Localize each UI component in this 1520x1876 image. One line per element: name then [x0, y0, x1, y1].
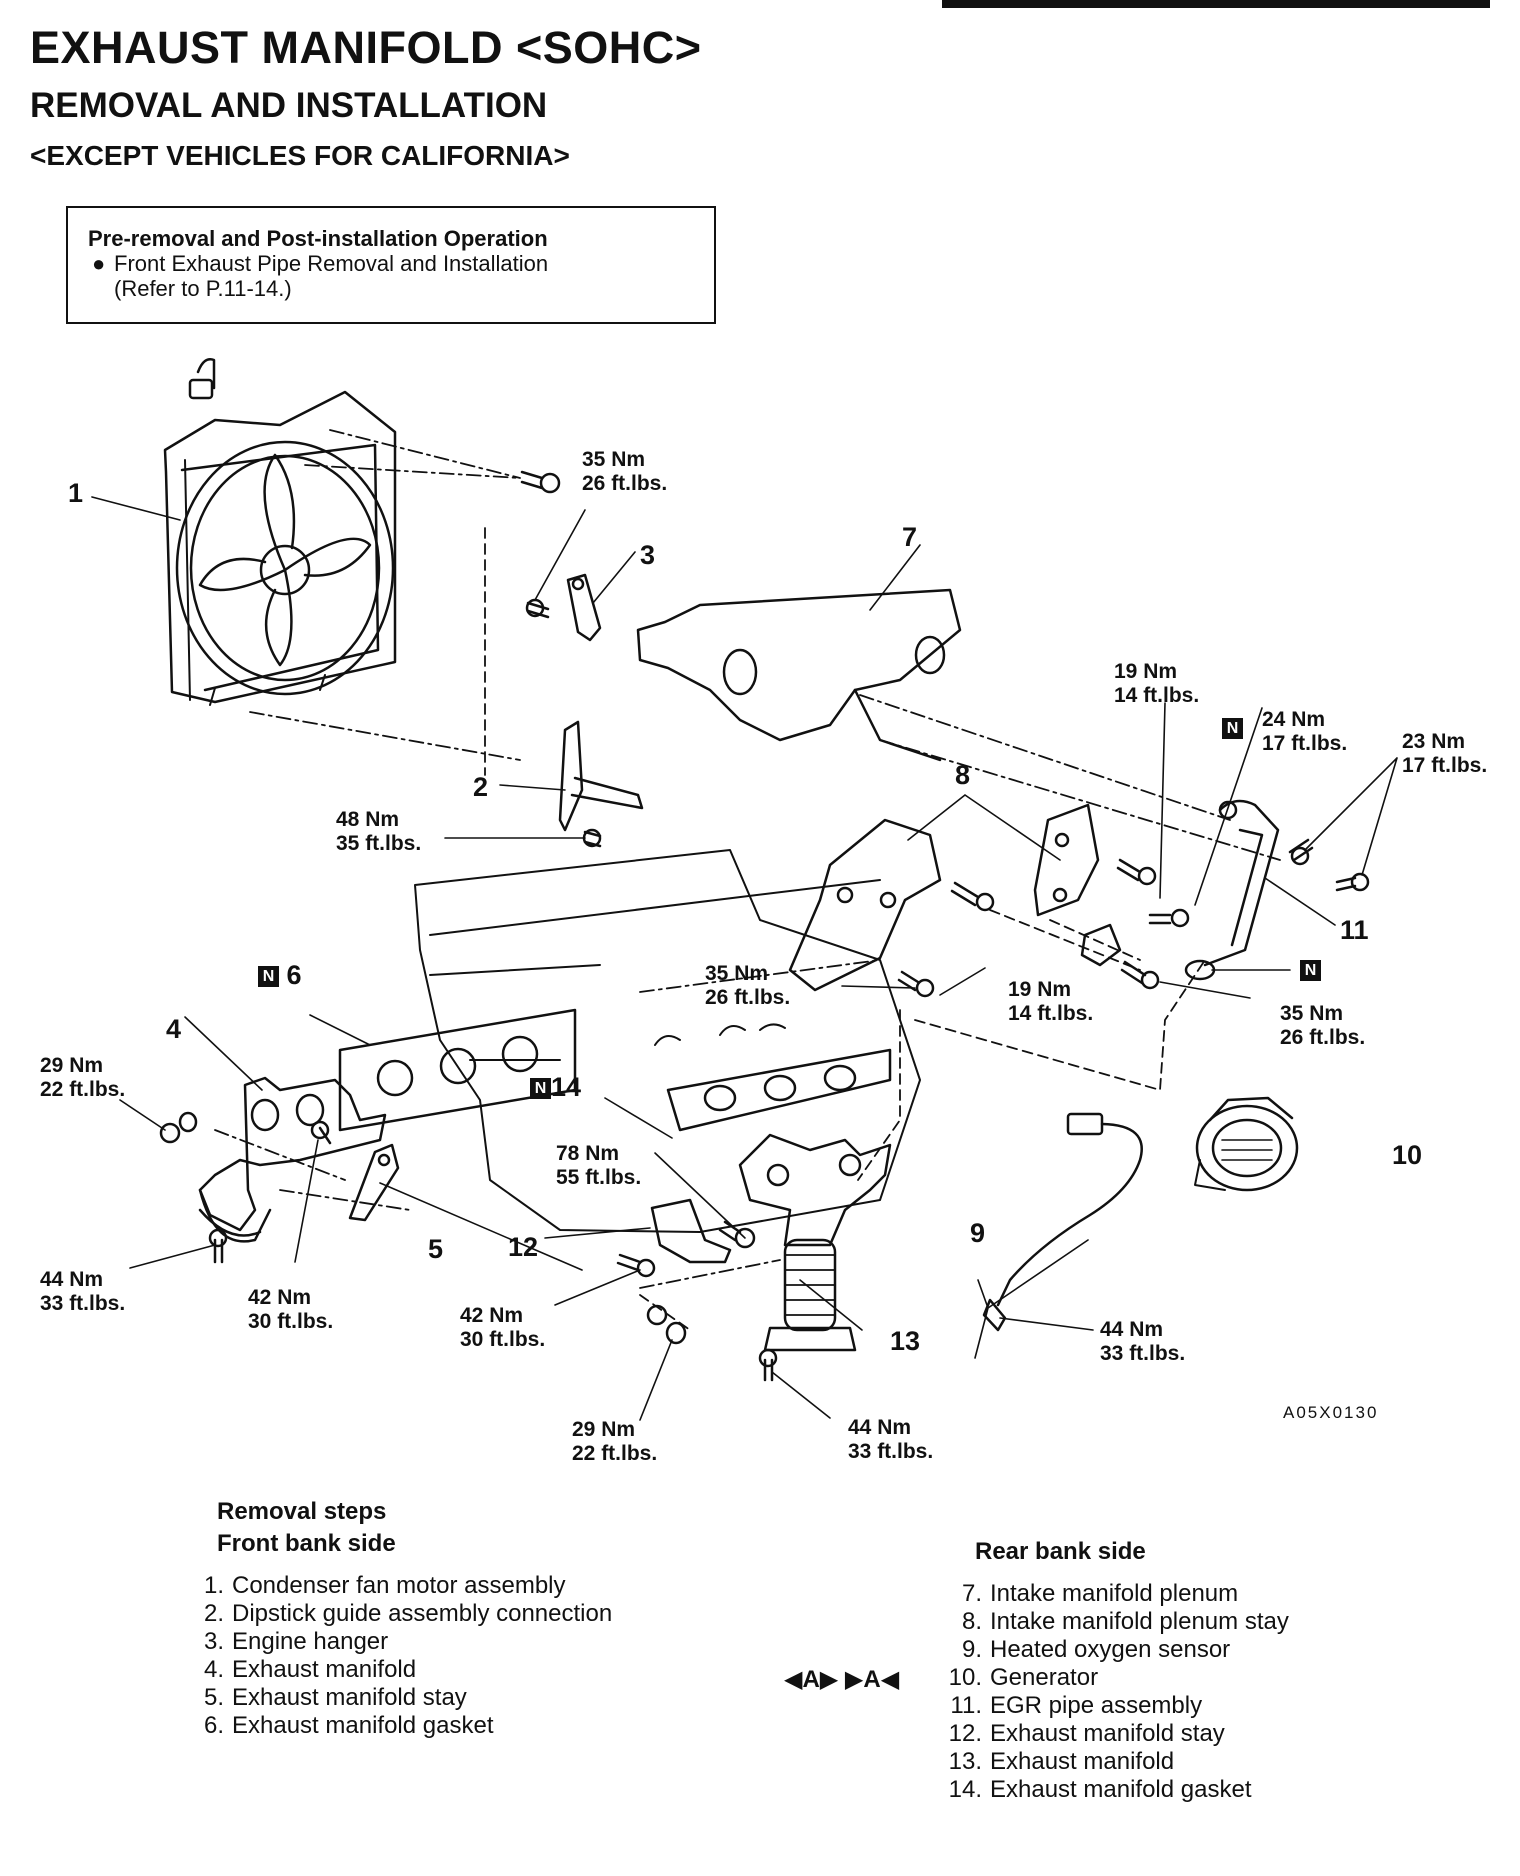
- figure-id: A05X0130: [1283, 1403, 1379, 1422]
- rear-exhaust-manifold: [738, 1133, 892, 1352]
- plenum-stay-right: [1033, 803, 1100, 917]
- new-part-mark: N: [258, 966, 279, 988]
- list-item: 9.Heated oxygen sensor: [961, 1636, 1231, 1663]
- list-item: 4.Exhaust manifold: [203, 1656, 417, 1683]
- pre-operation-title: Pre-removal and Post-installation Operat…: [88, 226, 548, 251]
- front-exhaust-manifold-stay: [348, 1143, 400, 1222]
- list-item: 8.Intake manifold plenum stay: [961, 1608, 1289, 1635]
- callout-6: N 6: [258, 960, 302, 991]
- rear-exhaust-manifold-gasket: [666, 1048, 892, 1132]
- list-item: 14.Exhaust manifold gasket: [948, 1776, 1252, 1803]
- callout-7: 7: [902, 522, 918, 552]
- new-part-mark: N: [530, 1078, 551, 1100]
- callout-13: 13: [890, 1326, 921, 1356]
- callout-8: 8: [955, 760, 971, 790]
- leader-lines: [91, 496, 1398, 1421]
- rear-bank-title: Rear bank side: [975, 1538, 1146, 1565]
- list-item: 13.Exhaust manifold: [948, 1748, 1175, 1775]
- callout-5: 5: [428, 1234, 444, 1264]
- new-part-mark-egr-top: N: [1222, 716, 1243, 740]
- callout-10: 10: [1392, 1140, 1423, 1170]
- page-title: EXHAUST MANIFOLD <SOHC>: [30, 22, 702, 73]
- list-item: 7.Intake manifold plenum: [961, 1580, 1239, 1607]
- egr-pipe-assembly: [1184, 799, 1280, 981]
- plenum-stay-left: [788, 818, 942, 992]
- service-point-marks: ◀A▶ ▶A◀: [784, 1666, 900, 1693]
- heated-oxygen-sensor: [982, 1112, 1143, 1332]
- list-item: 3.Engine hanger: [203, 1628, 389, 1655]
- pre-operation-ref: (Refer to P.11-14.): [114, 276, 292, 301]
- callout-11: 11: [1340, 915, 1369, 945]
- top-rule: [942, 0, 1490, 8]
- callout-4: 4: [166, 1014, 182, 1044]
- list-item: 12.Exhaust manifold stay: [948, 1720, 1225, 1747]
- intake-manifold-plenum: [636, 588, 962, 762]
- callout-1: 1: [68, 478, 84, 508]
- front-bank-steps: 1.Condenser fan motor assembly 2.Dipstic…: [190, 1572, 612, 1740]
- list-item: 10.Generator: [948, 1664, 1099, 1691]
- removal-steps-title: Removal steps: [217, 1498, 387, 1525]
- rear-bank-steps: 7.Intake manifold plenum 8.Intake manifo…: [948, 1580, 1289, 1804]
- list-item: 5.Exhaust manifold stay: [203, 1684, 467, 1711]
- engine-hanger: [525, 573, 602, 642]
- page-scope: <EXCEPT VEHICLES FOR CALIFORNIA>: [30, 140, 570, 171]
- engine-block-outline: [414, 849, 921, 1233]
- condenser-fan-assembly: [163, 358, 397, 706]
- generator: [1194, 1096, 1299, 1192]
- callout-2: 2: [473, 772, 489, 802]
- callout-3: 3: [640, 540, 656, 570]
- callout-9: 9: [970, 1218, 986, 1248]
- list-item: 2.Dipstick guide assembly connection: [203, 1600, 613, 1627]
- list-item: 6.Exhaust manifold gasket: [203, 1712, 494, 1739]
- list-item: 11.EGR pipe assembly: [950, 1692, 1203, 1719]
- pre-operation-box: Pre-removal and Post-installation Operat…: [66, 206, 716, 324]
- page-subtitle: REMOVAL AND INSTALLATION: [30, 86, 548, 125]
- condenser-bolt: [520, 470, 561, 494]
- bullet-icon: ●: [92, 251, 106, 276]
- exploded-view-diagram: [91, 358, 1398, 1421]
- pre-operation-item: Front Exhaust Pipe Removal and Installat…: [114, 251, 549, 276]
- callout-12: 12: [508, 1232, 539, 1262]
- list-item: 1.Condenser fan motor assembly: [203, 1572, 566, 1599]
- front-bank-title: Front bank side: [217, 1530, 396, 1557]
- front-exhaust-manifold-gasket: [338, 1008, 577, 1132]
- new-part-mark-egr-bottom: N: [1300, 958, 1321, 982]
- dipstick-guide: [558, 720, 644, 848]
- rear-exhaust-manifold-stay: [650, 1198, 732, 1264]
